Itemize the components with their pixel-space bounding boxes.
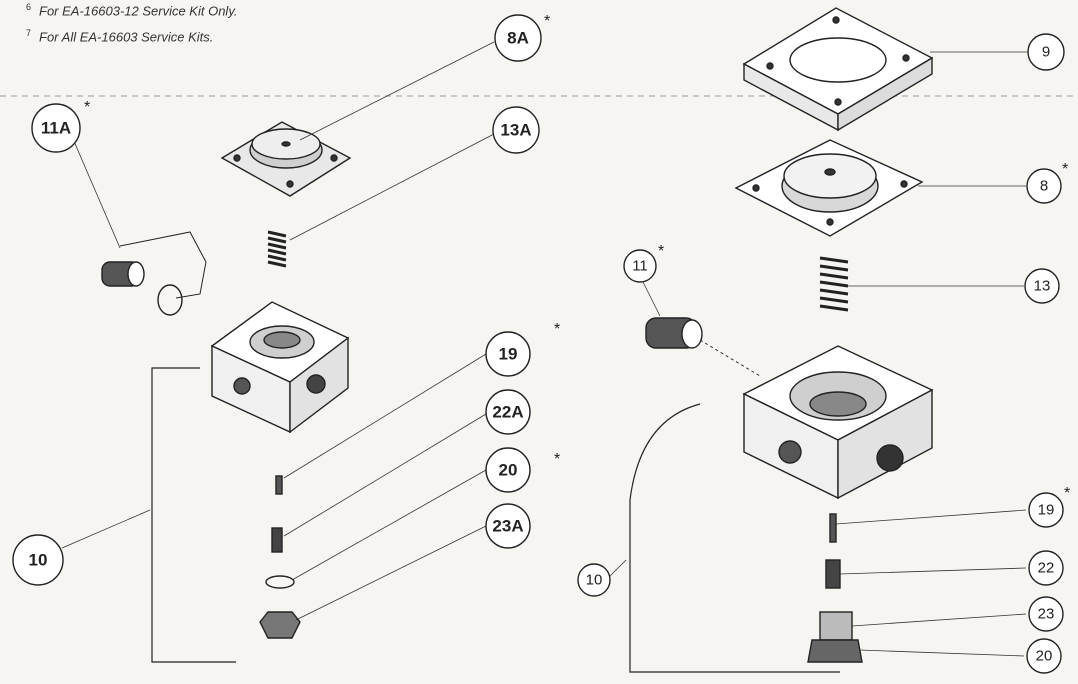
callout-23a: 23A (485, 503, 531, 549)
svg-text:*: * (554, 321, 560, 338)
bracket-10-left (151, 367, 236, 663)
svg-text:11: 11 (632, 258, 648, 275)
callout-10-left: 10 (12, 534, 64, 586)
svg-text:*: * (544, 13, 550, 30)
spring-13 (819, 256, 849, 312)
callout-13a: 13A (492, 106, 540, 154)
pin-19-right (829, 513, 837, 543)
callout-11: 11 * (623, 243, 664, 283)
callout-20-left: 20 * (485, 447, 560, 493)
callout-22a: 22A (485, 389, 531, 435)
svg-text:*: * (658, 243, 664, 260)
svg-text:22: 22 (1038, 560, 1055, 577)
right-assembly (629, 7, 934, 673)
svg-text:13: 13 (1034, 278, 1051, 295)
callout-22: 22 (1028, 550, 1064, 586)
diaphragm-8 (734, 139, 924, 237)
right-leaders (607, 51, 1028, 657)
spring-13a (267, 230, 287, 268)
washer-20-left (265, 575, 295, 589)
spring-22a (271, 527, 283, 553)
callout-9: 9 (1027, 33, 1065, 71)
svg-text:20: 20 (1036, 648, 1053, 665)
svg-text:11A: 11A (41, 119, 71, 138)
svg-text:23: 23 (1038, 606, 1055, 623)
svg-text:*: * (84, 99, 90, 116)
svg-text:20: 20 (499, 461, 518, 480)
callout-10-right: 10 (577, 563, 611, 597)
callout-19-left: 19 * (485, 321, 560, 377)
bracket-10-right (629, 403, 840, 673)
seat-23 (807, 611, 863, 663)
callouts: 8A * 11A * 13A 19 * 22A 20 * 23A (12, 13, 1070, 674)
callout-20-right: 20 (1026, 638, 1062, 674)
callout-8: 8 * (1026, 161, 1068, 204)
svg-text:10: 10 (29, 551, 48, 570)
check-valve-11 (645, 317, 703, 349)
svg-text:8: 8 (1040, 178, 1048, 195)
svg-text:23A: 23A (492, 517, 523, 536)
svg-text:10: 10 (586, 572, 603, 589)
callout-8a: 8A * (494, 13, 550, 62)
callout-19-right: 19 * (1028, 485, 1070, 528)
spring-22 (825, 559, 841, 589)
svg-text:13A: 13A (500, 121, 531, 140)
diaphragm-8a (220, 121, 352, 197)
gasket-9 (742, 7, 934, 132)
seat-23a (259, 611, 301, 639)
check-valve-11a (101, 231, 207, 316)
callout-23: 23 (1028, 596, 1064, 632)
svg-text:*: * (1064, 485, 1070, 502)
callout-13: 13 (1024, 268, 1060, 304)
svg-text:8A: 8A (507, 29, 529, 48)
svg-text:19: 19 (1038, 502, 1055, 519)
left-assembly (101, 121, 352, 663)
svg-text:19: 19 (499, 345, 518, 364)
svg-text:22A: 22A (492, 403, 523, 422)
left-leaders (61, 41, 495, 621)
svg-text:*: * (554, 451, 560, 468)
valve-body-left (210, 301, 350, 434)
callout-11a: 11A * (31, 99, 90, 153)
svg-text:9: 9 (1042, 44, 1050, 61)
pin-19-left (275, 475, 283, 495)
svg-text:*: * (1062, 161, 1068, 178)
valve-body-right (742, 345, 934, 500)
